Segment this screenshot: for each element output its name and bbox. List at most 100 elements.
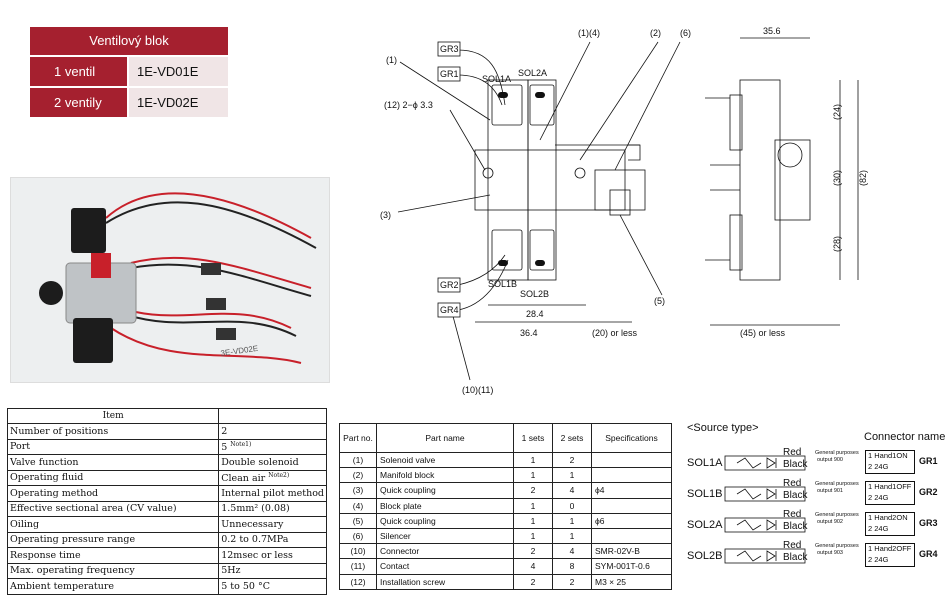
valve-count-label: 1 ventil (30, 57, 127, 86)
connector-pin-1: 1 Hand2OFF (868, 544, 912, 553)
connector-pin-2: 2 24G (868, 462, 889, 471)
qty-1-set: 1 (513, 497, 553, 514)
valve-code: 1E-VD01E (129, 57, 228, 86)
group-label: GR2 (919, 487, 938, 497)
qty-1-set: 1 (513, 512, 553, 529)
gr3-label: GR3 (440, 44, 459, 54)
diode-symbol-icon (724, 548, 806, 564)
solenoid-label: SOL1A (687, 457, 723, 469)
part-no: (1) (339, 451, 377, 469)
qty-2-sets: 2 (552, 451, 592, 469)
part-name: Quick coupling (376, 512, 514, 529)
spec-value: Double solenoid (218, 454, 327, 471)
connector-pin-2: 2 24G (868, 555, 889, 564)
valve-block-table: Ventilový blok 1 ventil 1E-VD01E 2 venti… (30, 27, 228, 117)
callout-2: (2) (650, 28, 661, 38)
gr1-label: GR1 (440, 69, 459, 79)
dim-45-or-less: (45) or less (740, 328, 786, 338)
qty-2-sets: 4 (552, 543, 592, 560)
callout-1-4: (1)(4) (578, 28, 600, 38)
part-spec: ϕ4 (591, 482, 672, 499)
col-1-sets: 1 sets (513, 423, 553, 453)
spec-value: 0.2 to 0.7MPa (218, 531, 327, 548)
part-no: (12) (339, 573, 377, 590)
part-name: Installation screw (376, 573, 514, 590)
sol1b-label: SOL1B (488, 279, 517, 289)
part-no: (10) (339, 543, 377, 560)
table-row: Effective sectional area (CV value)1.5mm… (6, 500, 327, 517)
spec-item: Max. operating frequency (6, 562, 220, 579)
col-part-name: Part name (376, 423, 514, 453)
gr2-label: GR2 (440, 280, 459, 290)
group-label: GR4 (919, 549, 938, 559)
col-2-sets: 2 sets (552, 423, 592, 453)
source-type-title: <Source type> (687, 422, 759, 434)
part-no: (3) (339, 482, 377, 499)
col-part-no: Part no. (339, 423, 377, 453)
part-name: Connector (376, 543, 514, 560)
connector-pin-1: 1 Hand1ON (868, 451, 908, 460)
diode-symbol-icon (724, 486, 806, 502)
connector-pin-2: 2 24G (868, 493, 889, 502)
spec-item: Port (6, 438, 220, 455)
connector-box (865, 481, 915, 505)
spec-item: Oiling (6, 516, 220, 533)
spec-item: Valve function (6, 454, 220, 471)
red-wire-label: Red (783, 478, 802, 489)
qty-2-sets: 4 (552, 482, 592, 499)
part-no: (2) (339, 467, 377, 484)
part-spec: SYM-001T-0.6 (591, 558, 672, 575)
qty-2-sets: 8 (552, 558, 592, 575)
dim-24: (24) (832, 104, 842, 120)
valve-block-title: Ventilový blok (30, 27, 228, 55)
spec-item: Operating fluid (6, 469, 220, 486)
spec-value: 5 to 50 °C (218, 578, 327, 595)
qty-1-set: 2 (513, 543, 553, 560)
spec-item: Response time (6, 547, 220, 564)
dim-82: (82) (858, 170, 868, 186)
output-label: output 902 (817, 519, 843, 525)
sol2b-label: SOL2B (520, 289, 549, 299)
parts-table: Part no. Part name 1 sets 2 sets Specifi… (339, 423, 672, 590)
purpose-label: General purposes (815, 543, 859, 549)
purpose-label: General purposes (815, 512, 859, 518)
dim-36-4: 36.4 (520, 328, 538, 338)
callout-5: (5) (654, 296, 665, 306)
connector-box (865, 543, 915, 567)
part-no: (5) (339, 512, 377, 529)
solenoid-label: SOL2B (687, 550, 723, 562)
callout-1: (1) (386, 55, 397, 65)
dim-28: (28) (832, 236, 842, 252)
spec-value: Internal pilot method (218, 485, 327, 502)
part-name: Solenoid valve (376, 451, 514, 469)
spec-value: 1.5mm² (0.08) (218, 500, 327, 517)
spec-value: Unnecessary (218, 516, 327, 533)
diode-symbol-icon (724, 517, 806, 533)
black-wire-label: Black (783, 521, 808, 532)
spec-item: Operating method (6, 485, 220, 502)
callout-3: (3) (380, 210, 391, 220)
part-no: (4) (339, 497, 377, 514)
qty-1-set: 1 (513, 451, 553, 469)
part-spec: SMR-02V-B (591, 543, 672, 560)
valve-block-row: 2 ventily 1E-VD02E (30, 88, 228, 117)
connector-title: Connector name (864, 431, 946, 443)
part-spec (591, 451, 672, 469)
spec-value: 12msec or less (218, 547, 327, 564)
spec-item: Operating pressure range (6, 531, 220, 548)
connector-box (865, 512, 915, 536)
